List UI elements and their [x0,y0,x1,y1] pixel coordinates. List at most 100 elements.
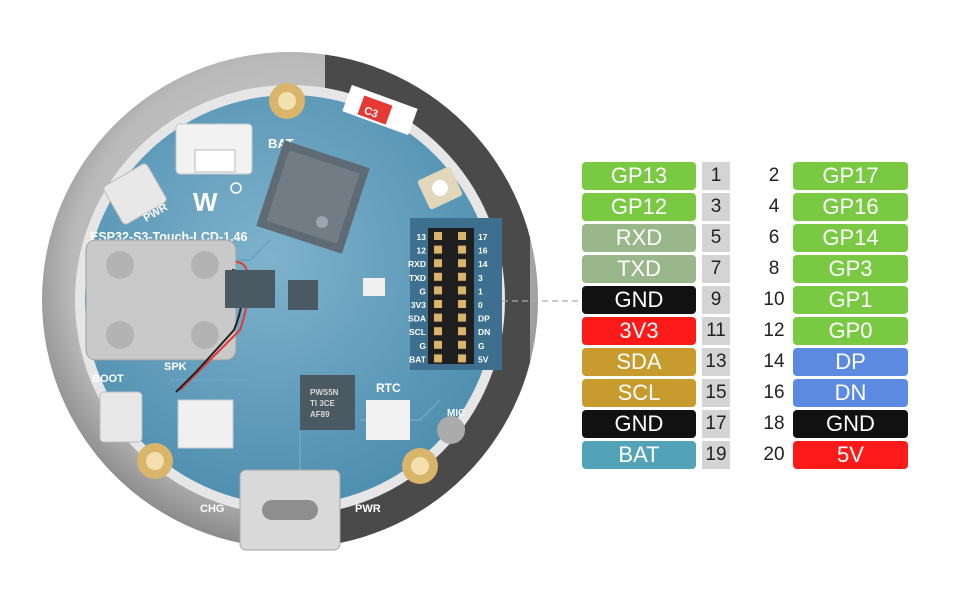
header-pin [458,272,466,281]
pin-label-left: 3V3 [582,317,696,345]
esp32-chip [256,140,370,254]
pin-label-right: DP [793,348,908,376]
boot-button: BOOT [92,373,143,443]
header-label-left: SCL [409,327,426,337]
header-label-left: TXD [409,273,426,283]
svg-text:W: W [193,187,218,217]
pin-number-right: 2 [760,162,788,190]
pin-number-right: 4 [760,193,788,221]
header-pin [434,340,442,349]
brand-logo: W [193,182,242,217]
pin-label-right: GP3 [793,255,908,283]
microphone [437,416,465,444]
header-pin [434,300,442,308]
pin-label-right: GP16 [793,193,908,221]
header-pin [434,245,442,254]
pin-label-right: GP14 [793,224,908,252]
pin-number-left: 3 [702,193,730,221]
header-label-right: 5V [478,354,489,364]
pin-number-left: 13 [702,348,730,376]
silk-mic: MIC [447,408,465,419]
pin-label-left: GP13 [582,162,696,190]
pin-number-left: 17 [702,410,730,438]
pin-label-right: GP17 [793,162,908,190]
rtc-chip [366,400,410,440]
header-pin [458,340,466,349]
header-pin [458,259,466,268]
pin-number-left: 7 [702,255,730,283]
header-pin [458,313,466,322]
header-label-left: 3V3 [411,300,426,310]
header-label-right: G [478,341,485,351]
header-label-left: 12 [417,246,427,256]
header-label-left: RXD [408,259,426,269]
battery-cell [85,239,250,393]
pin-label-left: GP12 [582,193,696,221]
pin-number-right: 8 [760,255,788,283]
silk-chip-line2: TI 3CE [310,399,336,408]
pin-number-left: 11 [702,317,730,345]
pin-label-left: RXD [582,224,696,252]
header-pin [458,354,466,363]
pin-label-left: GND [582,410,696,438]
header-label-right: DN [478,327,490,337]
header-label-left: 13 [417,232,427,242]
pin-number-left: 1 [702,162,730,190]
pin-number-right: 20 [760,441,788,469]
header-pin [434,272,442,281]
header-pin [434,286,442,295]
header-label-right: 17 [478,232,488,242]
header-label-left: G [419,286,426,296]
pin-number-right: 12 [760,317,788,345]
header-label-right: 0 [478,300,483,310]
silk-boot: BOOT [92,373,124,385]
silk-pwr-led: PWR [355,503,381,515]
silk-chip-line3: AF89 [310,410,330,419]
header-pin [434,232,442,240]
header-label-right: 16 [478,246,488,256]
c3-component: C3 [342,84,418,136]
header-label-right: DP [478,314,490,324]
pin-number-right: 10 [760,286,788,314]
header-label-left: G [419,341,426,351]
header-label-right: 3 [478,273,483,283]
pin-number-left: 5 [702,224,730,252]
header-pin [458,327,466,336]
power-button: PWR [103,163,170,225]
small-chips [225,270,385,430]
battery-connector: BAT [175,123,294,175]
mount-hole [137,83,438,484]
pin-number-right: 18 [760,410,788,438]
silk-spk: SPK [164,361,187,373]
pin-label-left: SDA [582,348,696,376]
pin-label-right: GND [793,410,908,438]
header-label-left: SDA [408,314,426,324]
header-label-left: BAT [409,354,427,364]
header-label-right: 1 [478,286,483,296]
header-pin [434,327,442,336]
header-label-right: 14 [478,259,488,269]
pin-label-right: GP1 [793,286,908,314]
speaker-connector [177,399,234,449]
pin-number-left: 19 [702,441,730,469]
pin-label-left: BAT [582,441,696,469]
header-labels-right: 17 16 14 3 1 0DP DN G 5V [478,232,490,364]
pin-number-right: 14 [760,348,788,376]
header-pin [458,300,466,308]
usb-c-port [239,469,341,551]
pin-label-left: SCL [582,379,696,407]
silk-chip-line1: PWS5N [310,388,339,397]
pin-label-right: GP0 [793,317,908,345]
header-pin [434,259,442,268]
silk-rtc: RTC [376,381,401,395]
pin-number-left: 9 [702,286,730,314]
pin-label-left: TXD [582,255,696,283]
header-pin [458,286,466,295]
silk-c3: C3 [362,105,379,121]
pin-label-right: 5V [793,441,908,469]
pin-number-right: 6 [760,224,788,252]
pin-number-left: 15 [702,379,730,407]
header-pin [434,313,442,322]
